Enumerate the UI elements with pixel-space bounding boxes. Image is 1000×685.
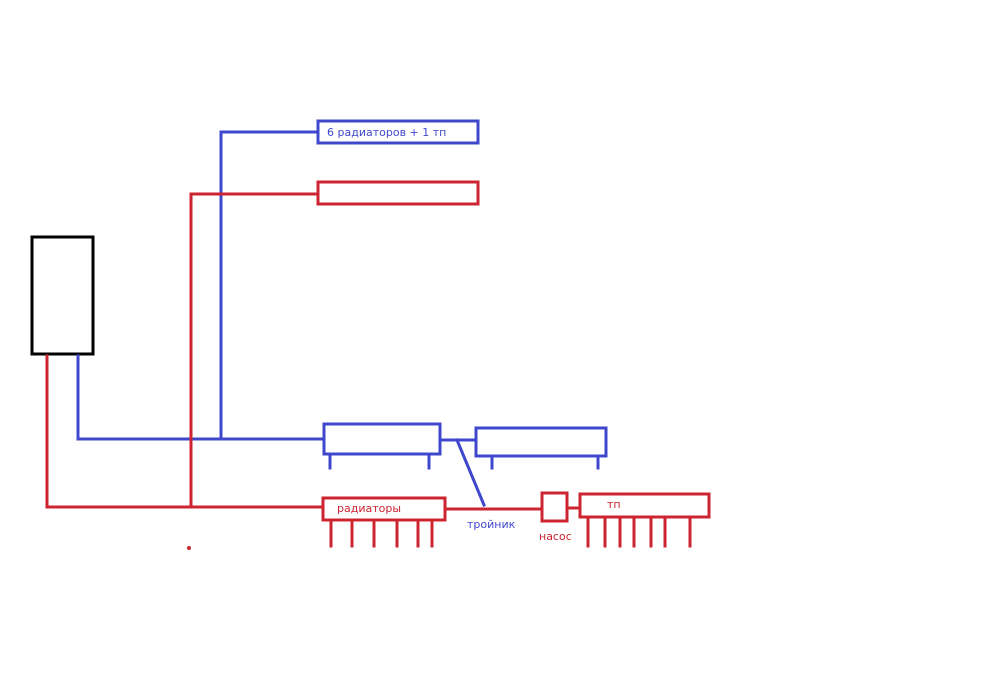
riser-return-pipe (219, 130, 320, 441)
upper-supply-box (316, 180, 480, 206)
tee-diagonal-pipe (455, 438, 486, 507)
radiators-supply-legs (329, 520, 434, 548)
boiler-return-pipe (76, 354, 325, 441)
underfloor-label: тп (607, 498, 621, 511)
radiators-label: радиаторы (337, 502, 401, 515)
pump-label: насос (539, 530, 572, 543)
boiler (30, 235, 95, 356)
boiler-supply-pipe (45, 354, 325, 509)
underfloor-legs (586, 517, 692, 548)
underfloor-box (578, 492, 711, 519)
pump (540, 491, 569, 523)
radiators-return-box (322, 422, 442, 456)
underfloor-return-box (474, 426, 608, 458)
upper-radiator-group-label: 6 радиаторов + 1 тп (327, 126, 446, 139)
tee-label: тройник (467, 518, 516, 531)
red-dot (187, 546, 191, 550)
upper-radiator-group-box (316, 119, 480, 145)
riser-supply-pipe (189, 192, 320, 509)
